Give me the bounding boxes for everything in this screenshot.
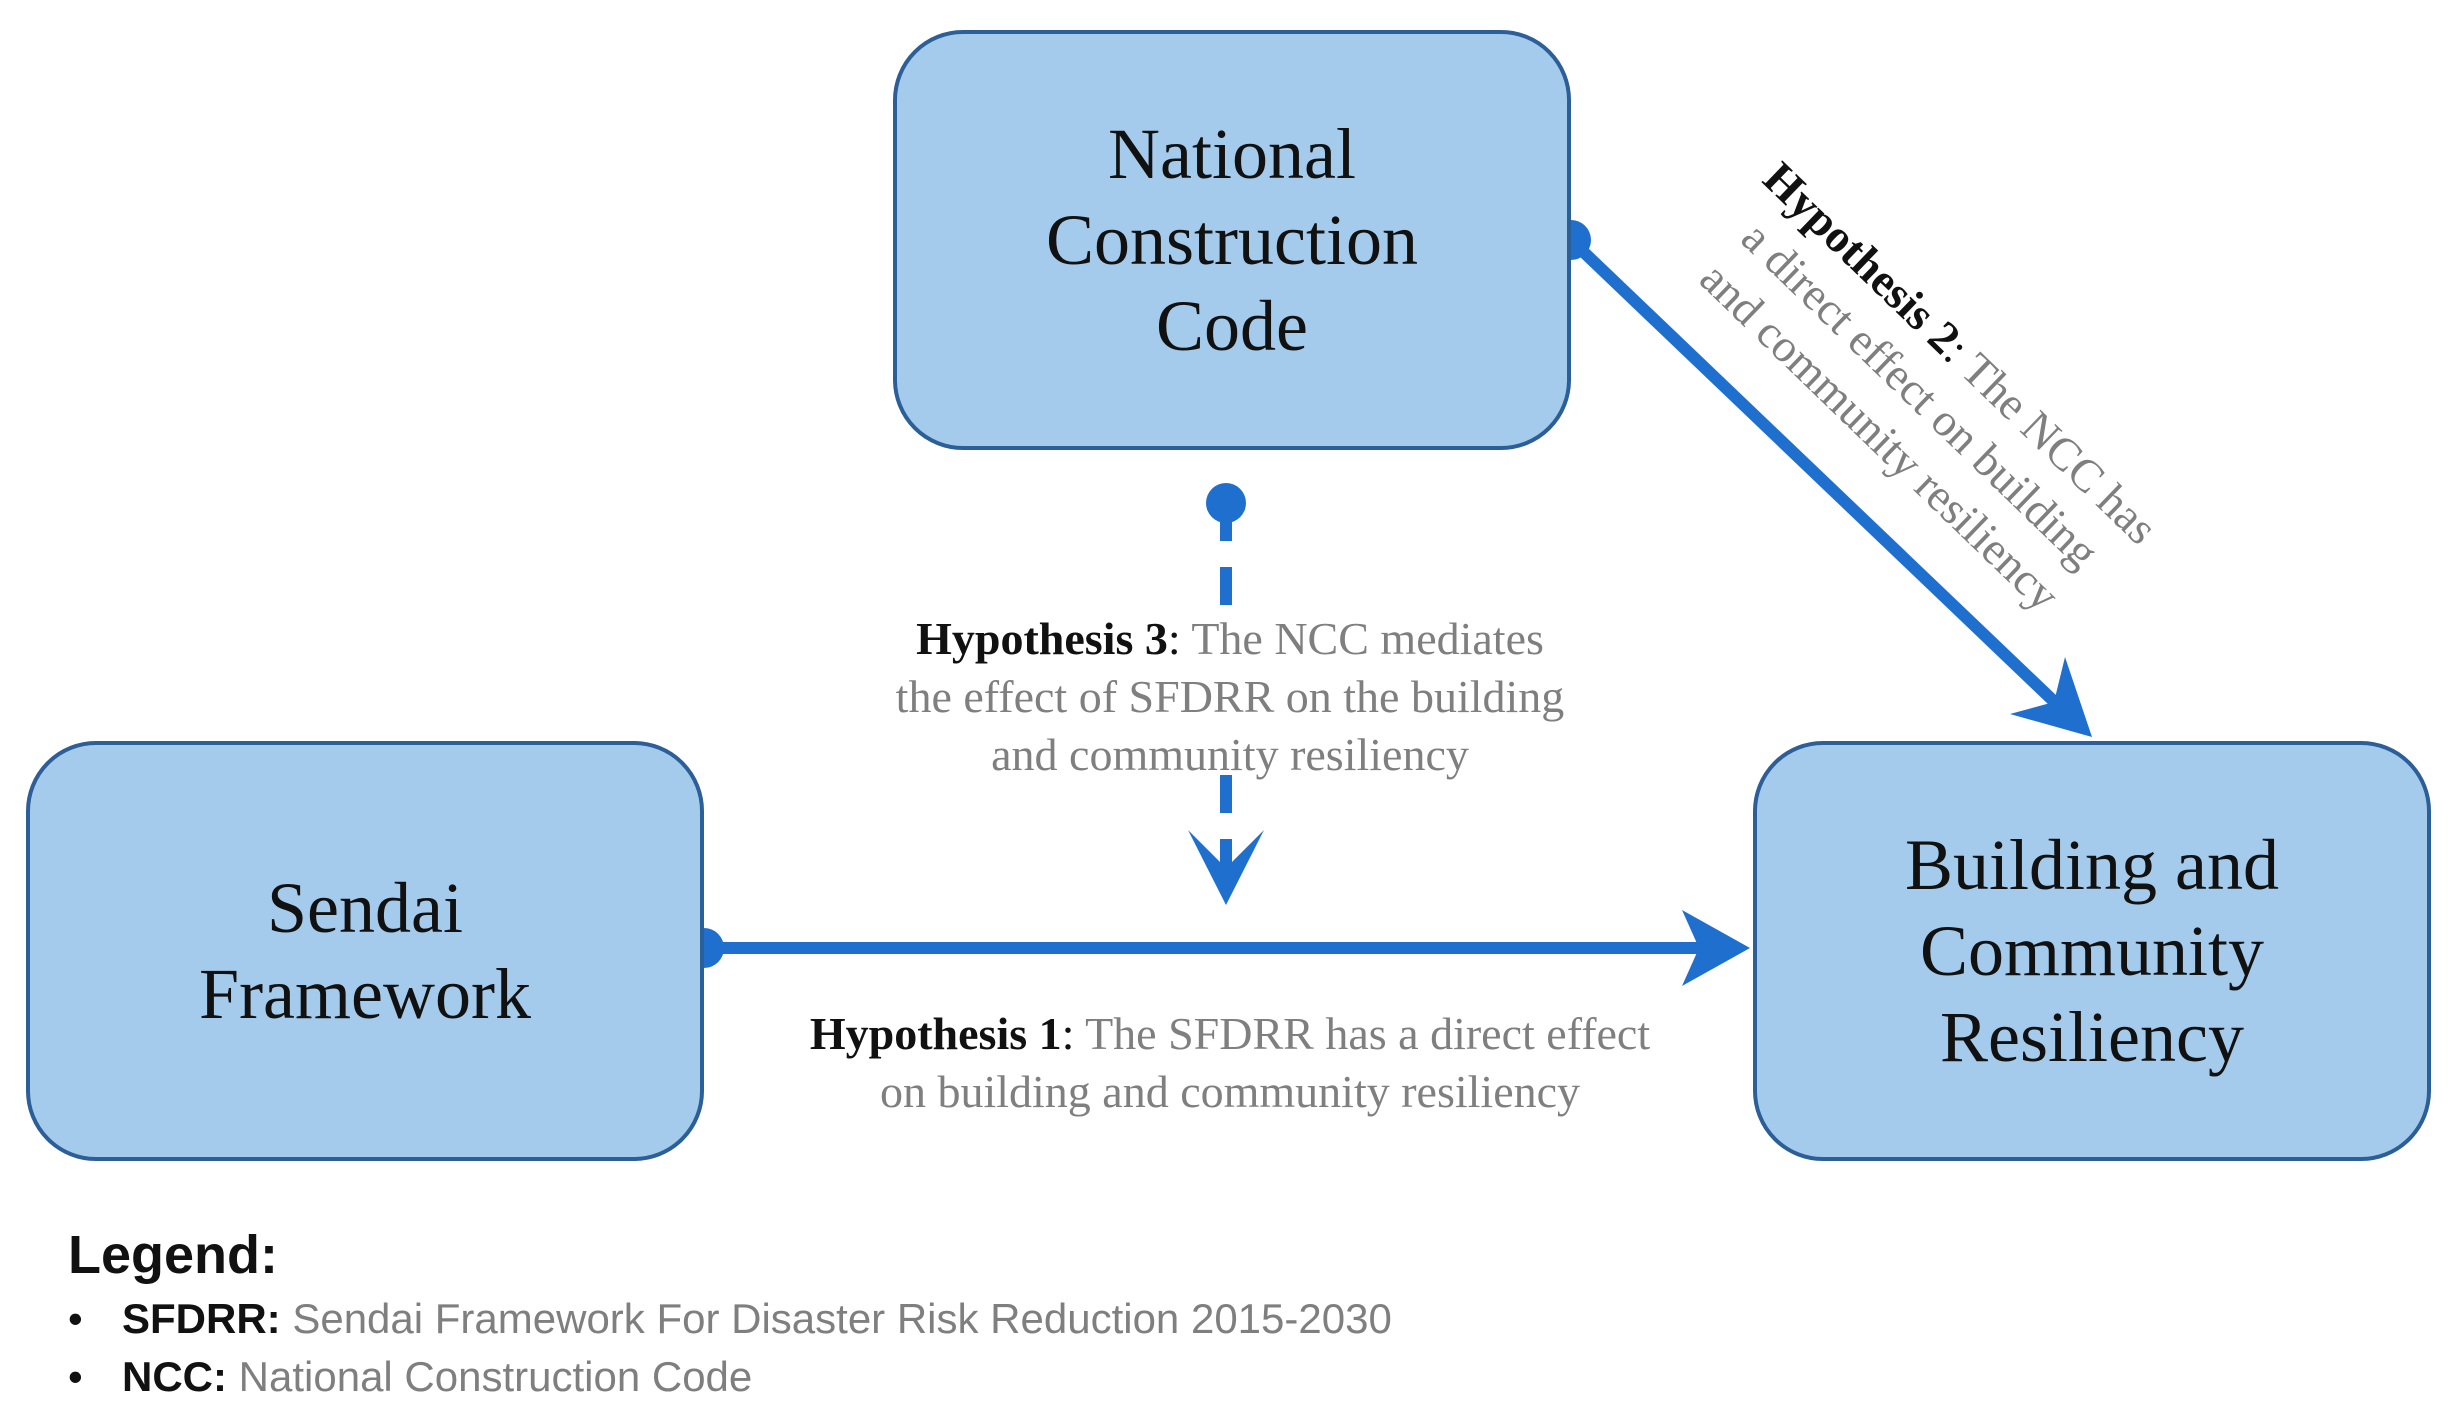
legend-item-ncc: •NCC: National Construction Code	[68, 1348, 1392, 1406]
legend-abbr: NCC	[122, 1353, 213, 1400]
hypothesis-1-label: Hypothesis 1: The SFDRR has a direct eff…	[700, 1005, 1760, 1121]
resiliency-box-line-1: Building and	[1905, 825, 2279, 905]
ncc-box-line-2: Construction	[1046, 200, 1418, 280]
ncc-box-line-1: National	[1108, 114, 1356, 194]
legend-item-sfdrr: •SFDRR: Sendai Framework For Disaster Ri…	[68, 1290, 1392, 1348]
bullet-icon: •	[68, 1295, 83, 1342]
hypothesis-1-arrow-head	[1682, 910, 1750, 986]
hypothesis-3-title: Hypothesis 3	[916, 613, 1168, 664]
legend-desc: National Construction Code	[238, 1353, 753, 1400]
hypothesis-1-text-line-1: The SFDRR has a direct effect	[1085, 1008, 1651, 1059]
resiliency-box-line-2: Community	[1919, 911, 2265, 991]
hypothesis-3-text-line-3: and community resiliency	[991, 729, 1469, 780]
hypothesis-2-arrow-shaft	[1566, 235, 2070, 717]
legend-title: Legend:	[68, 1225, 278, 1285]
resiliency-box-line-3: Resiliency	[1940, 997, 2244, 1077]
bullet-icon: •	[68, 1353, 83, 1400]
legend-abbr: SFDRR	[122, 1295, 267, 1342]
sendai-framework-box: Sendai Framework	[26, 741, 704, 1161]
hypothesis-3-arrow-head	[1188, 830, 1264, 905]
national-construction-code-box: National Construction Code	[893, 30, 1571, 450]
hypothesis-1-title: Hypothesis 1	[809, 1008, 1062, 1059]
hypothesis-3-text-line-1: The NCC mediates	[1191, 613, 1544, 664]
hypothesis-3-text-line-2: the effect of SFDRR on the building	[895, 671, 1565, 722]
legend: Legend: •SFDRR: Sendai Framework For Dis…	[68, 1220, 1392, 1406]
sendai-box-line-2: Framework	[199, 954, 531, 1034]
hypothesis-2-arrow-head	[2010, 657, 2092, 737]
hypothesis-3-arrow	[1188, 483, 1264, 905]
sendai-box-line-1: Sendai	[267, 868, 463, 948]
building-community-resiliency-box: Building and Community Resiliency	[1753, 741, 2431, 1161]
hypothesis-1-arrow	[684, 910, 1750, 986]
hypothesis-1-text-line-2: on building and community resiliency	[879, 1066, 1581, 1117]
ncc-box-line-3: Code	[1156, 286, 1308, 366]
hypothesis-3-label: Hypothesis 3: The NCC mediates the effec…	[780, 610, 1680, 784]
legend-desc: Sendai Framework For Disaster Risk Reduc…	[292, 1295, 1392, 1342]
